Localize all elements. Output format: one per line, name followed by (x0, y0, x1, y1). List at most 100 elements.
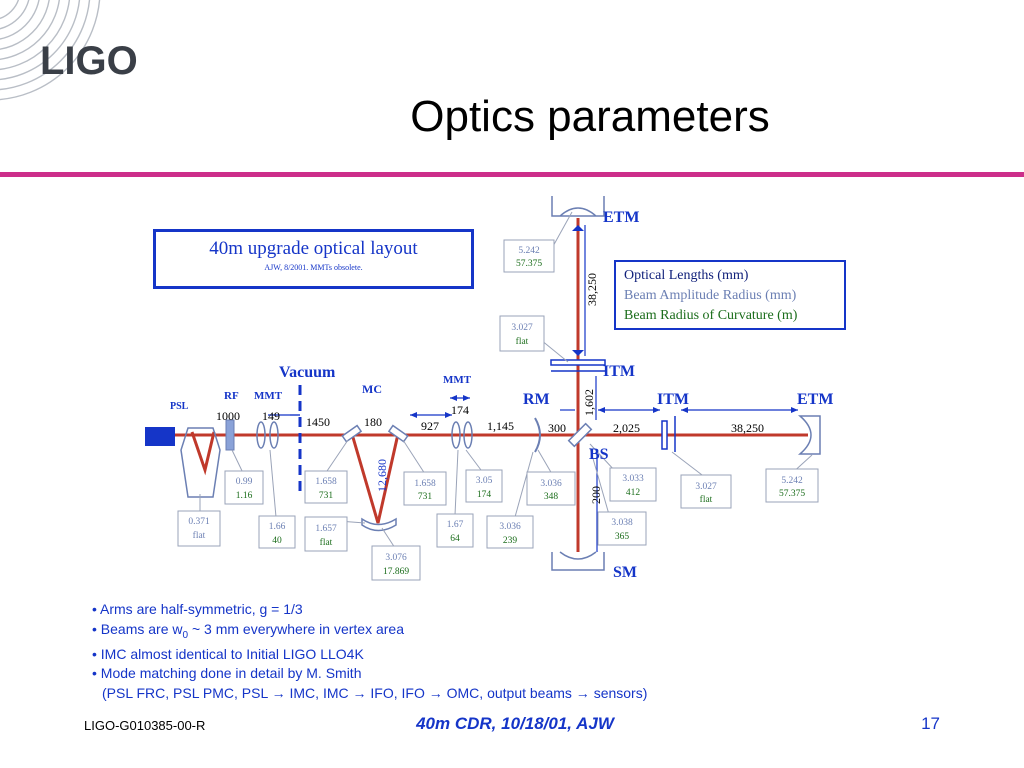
mmt-lens-3 (451, 421, 461, 449)
length-1000: 1000 (216, 409, 240, 423)
label-sm: SM (613, 564, 637, 581)
legend-curvature: Beam Radius of Curvature (m) (624, 308, 798, 323)
page-number: 17 (921, 714, 940, 733)
svg-text:3.036: 3.036 (499, 522, 521, 532)
ligo-logo: LIGO (0, 0, 170, 110)
label-mc: MC (362, 382, 382, 396)
svg-text:412: 412 (626, 488, 641, 498)
svg-text:239: 239 (503, 536, 518, 546)
svg-text:1.16: 1.16 (236, 491, 253, 501)
psl-cavity (180, 427, 221, 498)
logo-text: LIGO (40, 39, 138, 83)
svg-text:3.027: 3.027 (695, 482, 717, 492)
label-rf: RF (224, 390, 239, 402)
bullet-item: • Mode matching done in detail by M. Smi… (92, 665, 362, 682)
svg-text:3.038: 3.038 (611, 518, 633, 528)
svg-text:flat: flat (320, 537, 333, 548)
footer-doc-id: LIGO-G010385-00-R (84, 718, 206, 733)
bullet-item: • IMC almost identical to Initial LIGO L… (92, 645, 364, 662)
mmt-lens-4 (463, 421, 473, 449)
etm-right-mirror (797, 415, 821, 455)
svg-text:1.658: 1.658 (414, 479, 436, 489)
length-1145: 1,145 (487, 419, 514, 433)
bullet-list: • Arms are half-symmetric, g = 1/3 • Bea… (92, 600, 892, 703)
svg-text:1.66: 1.66 (269, 522, 286, 532)
label-mmt-mid: MMT (443, 374, 472, 386)
length-149: 149 (262, 409, 280, 423)
label-itm-top: ITM (603, 363, 635, 380)
svg-text:174: 174 (477, 490, 492, 500)
length-2025: 2,025 (613, 421, 640, 435)
param-box: 0.371 flat (177, 510, 221, 547)
svg-text:57.375: 57.375 (516, 259, 542, 269)
slide-title: Optics parameters (410, 92, 770, 141)
label-vacuum: Vacuum (279, 364, 336, 381)
length-38250-vertical: 38,250 (585, 273, 599, 306)
psl-beam-path (190, 431, 216, 476)
layout-subtitle: AJW, 8/2001. MMTs obsolete. (264, 263, 363, 272)
title-underline (0, 172, 1024, 177)
param-box: 0.99 1.16 (224, 470, 264, 505)
svg-text:flat: flat (193, 530, 206, 541)
param-box: 1.657 flat (304, 516, 348, 552)
length-174: 174 (451, 403, 469, 417)
label-etm-top: ETM (603, 209, 639, 226)
arrow-icon: → (271, 684, 286, 701)
svg-text:731: 731 (418, 492, 433, 502)
svg-text:3.027: 3.027 (511, 323, 533, 333)
bullet-item: • Beams are w0 ~ 3 mm everywhere in vert… (92, 620, 404, 641)
svg-text:57.375: 57.375 (779, 489, 805, 499)
legend-optical-lengths: Optical Lengths (mm) (624, 268, 749, 283)
legend-beam-amplitude: Beam Amplitude Radius (mm) (624, 288, 797, 303)
sm-mirror (551, 551, 605, 571)
svg-text:1.657: 1.657 (315, 524, 337, 534)
param-box: 3.036 348 (526, 471, 576, 506)
bs-mirror (567, 422, 593, 448)
layout-title: 40m upgrade optical layout (209, 238, 418, 259)
mmt-lens-1 (256, 421, 266, 449)
svg-text:17.869: 17.869 (383, 567, 409, 577)
svg-text:348: 348 (544, 492, 559, 502)
param-box: 5.242 57.375 (503, 239, 555, 273)
svg-text:1.658: 1.658 (315, 477, 337, 487)
svg-text:0.99: 0.99 (236, 477, 253, 487)
arrow-icon: → (575, 684, 590, 701)
length-180: 180 (364, 415, 382, 429)
param-box: 3.076 17.869 (371, 545, 421, 581)
length-38250-horizontal: 38,250 (731, 421, 764, 435)
svg-text:0.371: 0.371 (188, 517, 210, 527)
length-200: 200 (589, 486, 603, 504)
etm-top-mirror (551, 196, 605, 217)
svg-text:1.67: 1.67 (447, 520, 464, 530)
length-927: 927 (421, 419, 439, 433)
svg-text:40: 40 (272, 536, 282, 546)
bullet-item: (PSL FRC, PSL PMC, PSL → IMC, IMC → IFO,… (102, 684, 648, 701)
param-box: 1.67 64 (436, 513, 474, 548)
length-1602: 1,602 (582, 389, 596, 416)
param-box: 1.658 731 (403, 471, 447, 506)
layout-title-box: 40m upgrade optical layout AJW, 8/2001. … (153, 229, 474, 289)
svg-text:5.242: 5.242 (781, 476, 803, 486)
legend-box: Optical Lengths (mm) Beam Amplitude Radi… (614, 260, 846, 330)
svg-text:3.076: 3.076 (385, 553, 407, 563)
length-12680: 12,680 (375, 459, 389, 492)
svg-text:731: 731 (319, 491, 334, 501)
mmt-lens-2 (269, 421, 279, 449)
arrow-icon: → (352, 684, 367, 701)
svg-text:3.036: 3.036 (540, 479, 562, 489)
rf-modulator (225, 419, 235, 451)
svg-text:64: 64 (450, 534, 460, 544)
mc-mirror-2 (387, 424, 409, 443)
rm-mirror (534, 417, 541, 453)
footer-center: 40m CDR, 10/18/01, AJW (416, 714, 614, 733)
label-psl: PSL (170, 401, 189, 412)
svg-text:5.242: 5.242 (518, 246, 540, 256)
label-itm-right: ITM (657, 391, 689, 408)
length-300: 300 (548, 421, 566, 435)
param-box: 1.66 40 (258, 515, 296, 549)
